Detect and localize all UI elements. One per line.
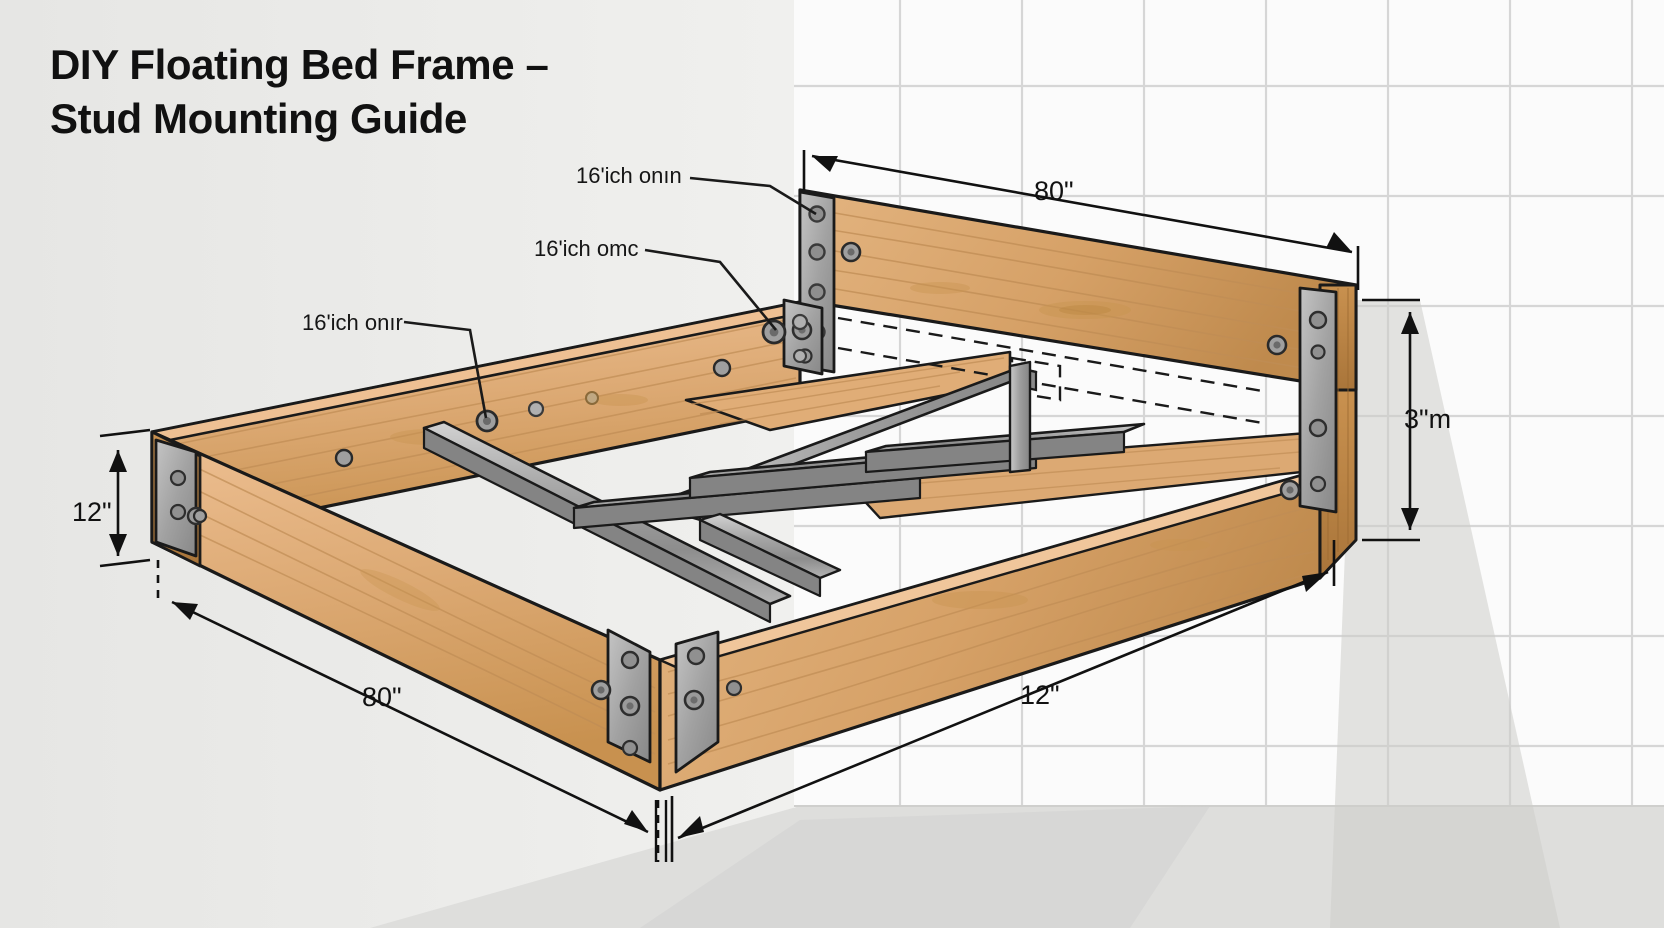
frame-bolts xyxy=(192,241,1301,701)
cast-shadow xyxy=(1330,300,1560,928)
ext-left-top xyxy=(99,428,151,438)
arrow-right-top xyxy=(1401,312,1419,334)
bracket-front-corner-b xyxy=(674,630,743,774)
bracket-headboard-left-lower xyxy=(782,298,824,376)
arrow-top-left xyxy=(812,156,838,172)
callout-label-top: 16'ich onın xyxy=(576,163,682,188)
dimline-br xyxy=(677,570,1329,840)
arrow-br-left xyxy=(678,816,704,838)
dimension-lines xyxy=(99,150,1420,862)
arrow-left-bottom xyxy=(109,534,127,556)
arrow-br-right xyxy=(1302,572,1328,592)
arrow-top-right xyxy=(1326,232,1352,252)
ext-left-bottom xyxy=(99,558,151,568)
bracket-headboard-right xyxy=(1298,286,1338,514)
bottom-tick-marks xyxy=(654,800,668,862)
leader-callout-top xyxy=(689,176,817,216)
arrow-bl-right xyxy=(624,810,648,832)
floor-shadow xyxy=(640,806,1210,928)
dim-label-side-length: 80" xyxy=(362,682,402,712)
bracket-left-end xyxy=(154,438,206,558)
steel-slats xyxy=(422,360,1146,624)
page-title: DIY Floating Bed Frame – Stud Mounting G… xyxy=(50,38,810,146)
dim-label-rail-height: 12" xyxy=(72,497,112,527)
dim-label-footboard-width: 12" xyxy=(1020,680,1060,710)
leader-callout-lower xyxy=(403,320,488,419)
callout-label-lower: 16'ich onır xyxy=(302,310,403,335)
leader-callout-middle xyxy=(644,248,778,331)
dimline-top xyxy=(811,154,1353,254)
callout-label-middle: 16'ich omc xyxy=(534,236,639,261)
arrow-left-top xyxy=(109,450,127,472)
title-text: DIY Floating Bed Frame – Stud Mounting G… xyxy=(50,41,549,142)
arrow-bl-left xyxy=(172,602,198,620)
dim-label-headboard-width: 80" xyxy=(1034,176,1074,206)
bracket-front-corner-a xyxy=(606,628,652,764)
callout-leader-lines xyxy=(403,176,817,419)
dimline-bl xyxy=(171,600,649,834)
dim-label-side-height: 3"m xyxy=(1404,404,1452,434)
arrow-right-bottom xyxy=(1401,508,1419,530)
